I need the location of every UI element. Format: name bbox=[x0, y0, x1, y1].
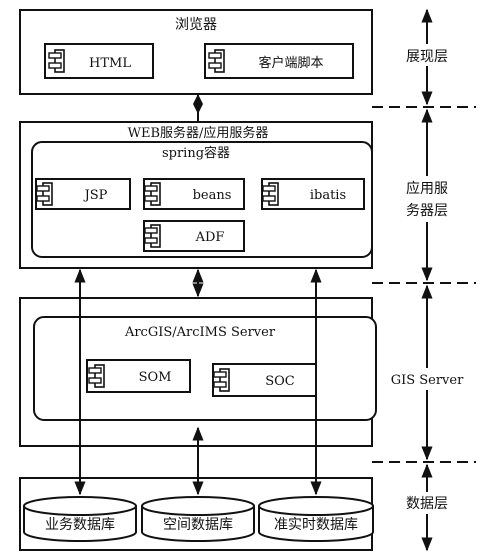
database-icon bbox=[141, 496, 255, 542]
component-label-html: HTML bbox=[89, 56, 131, 71]
layer-label-app-line2: 务器层 bbox=[406, 203, 448, 219]
component-som: SOM bbox=[86, 359, 191, 393]
component-label-ibatis: ibatis bbox=[310, 188, 346, 203]
component-label-client-script: 客户端脚本 bbox=[258, 55, 323, 71]
web-tier-title: WEB服务器/应用服务器 bbox=[128, 125, 269, 141]
component-label-som: SOM bbox=[139, 370, 172, 385]
database-label-realtime: 准实时数据库 bbox=[274, 517, 358, 533]
web-tier: WEB服务器/应用服务器 spring容器 JSP beans ibatis A… bbox=[19, 121, 373, 269]
component-html: HTML bbox=[44, 43, 154, 79]
component-ibatis: ibatis bbox=[261, 178, 365, 210]
database-icon bbox=[23, 496, 137, 542]
layer-labels: 展现层 应用服 务器层 GIS Server 数据层 bbox=[381, 44, 473, 514]
arcgis-container-title: ArcGIS/ArcIMS Server bbox=[124, 325, 276, 340]
layer-label-app-line1: 应用服 bbox=[406, 180, 448, 197]
database-label-business: 业务数据库 bbox=[45, 517, 115, 533]
database-icon bbox=[258, 496, 374, 542]
gis-tier: ArcGIS/ArcIMS Server SOM SOC bbox=[19, 297, 377, 447]
db-connection-arrows bbox=[74, 268, 322, 496]
spring-container-title: spring容器 bbox=[162, 145, 230, 161]
component-beans: beans bbox=[143, 178, 245, 210]
data-tier: 业务数据库 空间数据库 准实时数据库 bbox=[19, 477, 374, 551]
layer-label-presentation: 展现层 bbox=[406, 49, 448, 65]
component-adf: ADF bbox=[143, 220, 245, 252]
layer-dividers bbox=[372, 106, 476, 463]
component-soc: SOC bbox=[212, 363, 317, 397]
component-label-adf: ADF bbox=[195, 230, 225, 245]
layer-label-data: 数据层 bbox=[406, 496, 448, 512]
component-jsp: JSP bbox=[35, 178, 131, 210]
component-label-jsp: JSP bbox=[83, 188, 108, 203]
component-label-soc: SOC bbox=[265, 374, 295, 389]
component-label-beans: beans bbox=[193, 188, 232, 203]
browser-tier: 浏览器 HTML 客户端脚本 bbox=[19, 9, 373, 95]
component-client-script: 客户端脚本 bbox=[204, 43, 354, 79]
database-label-spatial: 空间数据库 bbox=[163, 517, 233, 533]
layer-label-gis: GIS Server bbox=[391, 373, 464, 388]
diamond-connector-icon bbox=[193, 94, 203, 122]
browser-title: 浏览器 bbox=[175, 17, 217, 33]
